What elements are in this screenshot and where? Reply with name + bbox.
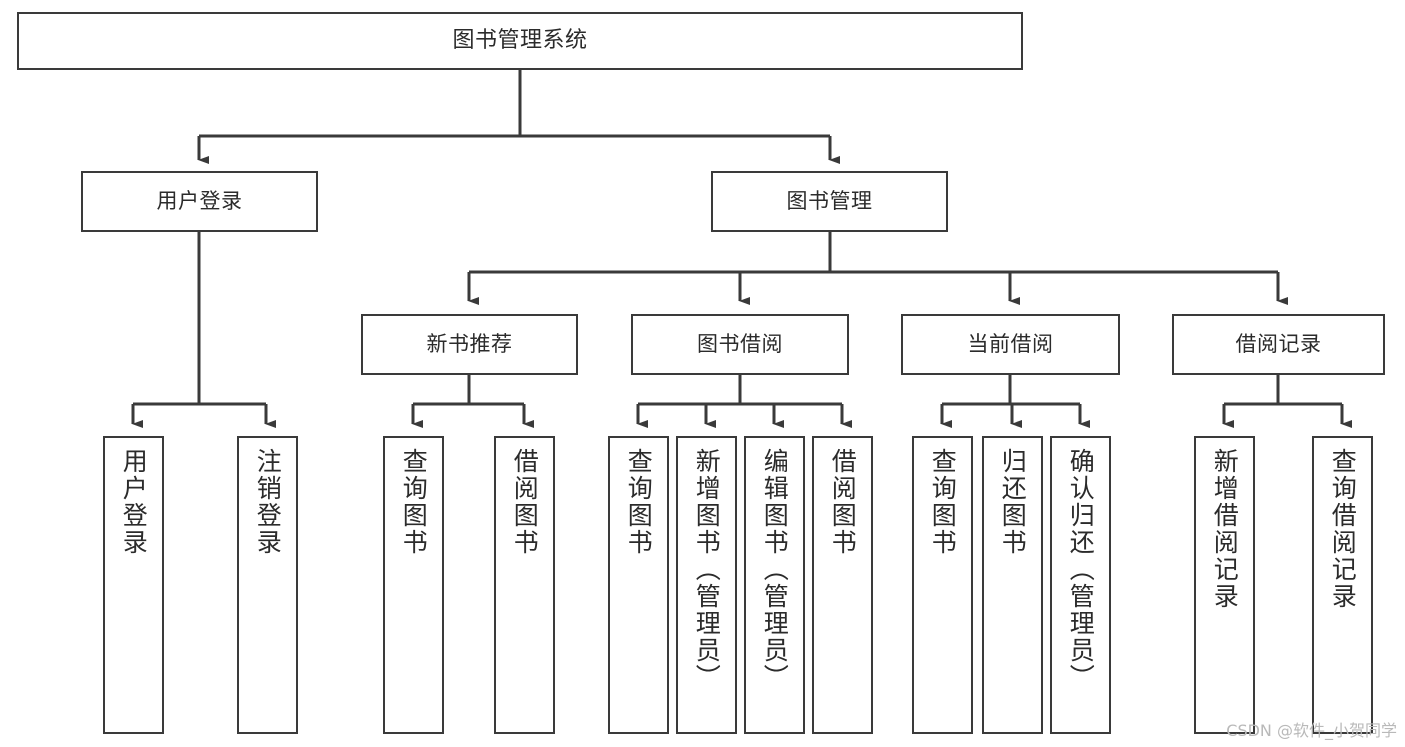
node-root-book-management-system[interactable]: 图书管理系统 bbox=[17, 12, 1023, 70]
node-label: 用户登录 bbox=[156, 189, 243, 214]
node-leaf-query-books-borrow[interactable]: 查询图书 bbox=[608, 436, 669, 734]
watermark: CSDN @软件_小贺同学 bbox=[1226, 721, 1397, 740]
node-leaf-confirm-return-admin[interactable]: 确认归还（管理员） bbox=[1050, 436, 1111, 734]
node-leaf-query-books-newbook[interactable]: 查询图书 bbox=[383, 436, 444, 734]
node-leaf-borrow-books[interactable]: 借阅图书 bbox=[812, 436, 873, 734]
node-label: 确认归还（管理员） bbox=[1066, 448, 1096, 691]
node-leaf-user-login[interactable]: 用户登录 bbox=[103, 436, 164, 734]
node-leaf-edit-book-admin[interactable]: 编辑图书（管理员） bbox=[744, 436, 805, 734]
node-label: 新书推荐 bbox=[426, 332, 513, 357]
node-leaf-logout[interactable]: 注销登录 bbox=[237, 436, 298, 734]
node-label: 注销登录 bbox=[253, 448, 283, 556]
node-label: 当前借阅 bbox=[967, 332, 1054, 357]
node-label: 图书借阅 bbox=[697, 332, 783, 357]
node-label: 归还图书 bbox=[998, 448, 1028, 556]
node-label: 用户登录 bbox=[119, 448, 149, 556]
node-label: 编辑图书（管理员） bbox=[760, 448, 790, 691]
node-book-borrowing[interactable]: 图书借阅 bbox=[631, 314, 849, 375]
node-borrow-records[interactable]: 借阅记录 bbox=[1172, 314, 1385, 375]
node-label: 新增借阅记录 bbox=[1210, 448, 1240, 610]
node-user-login[interactable]: 用户登录 bbox=[81, 171, 318, 232]
node-label: 借阅图书 bbox=[510, 448, 540, 556]
node-label: 查询图书 bbox=[928, 448, 958, 556]
node-leaf-query-books-current[interactable]: 查询图书 bbox=[912, 436, 973, 734]
node-label: 借阅记录 bbox=[1235, 332, 1322, 357]
node-leaf-query-borrow-record[interactable]: 查询借阅记录 bbox=[1312, 436, 1373, 734]
node-new-book-recommendation[interactable]: 新书推荐 bbox=[361, 314, 578, 375]
node-leaf-return-books[interactable]: 归还图书 bbox=[982, 436, 1043, 734]
node-label: 查询图书 bbox=[399, 448, 429, 556]
node-leaf-add-book-admin[interactable]: 新增图书（管理员） bbox=[676, 436, 737, 734]
node-label: 新增图书（管理员） bbox=[692, 448, 722, 691]
node-leaf-add-borrow-record[interactable]: 新增借阅记录 bbox=[1194, 436, 1255, 734]
node-label: 图书管理系统 bbox=[452, 28, 588, 54]
node-book-management[interactable]: 图书管理 bbox=[711, 171, 948, 232]
node-leaf-borrow-books-newbook[interactable]: 借阅图书 bbox=[494, 436, 555, 734]
node-current-borrowing[interactable]: 当前借阅 bbox=[901, 314, 1120, 375]
node-label: 查询借阅记录 bbox=[1328, 448, 1358, 610]
node-label: 查询图书 bbox=[624, 448, 654, 556]
node-label: 借阅图书 bbox=[828, 448, 858, 556]
node-label: 图书管理 bbox=[786, 189, 873, 214]
